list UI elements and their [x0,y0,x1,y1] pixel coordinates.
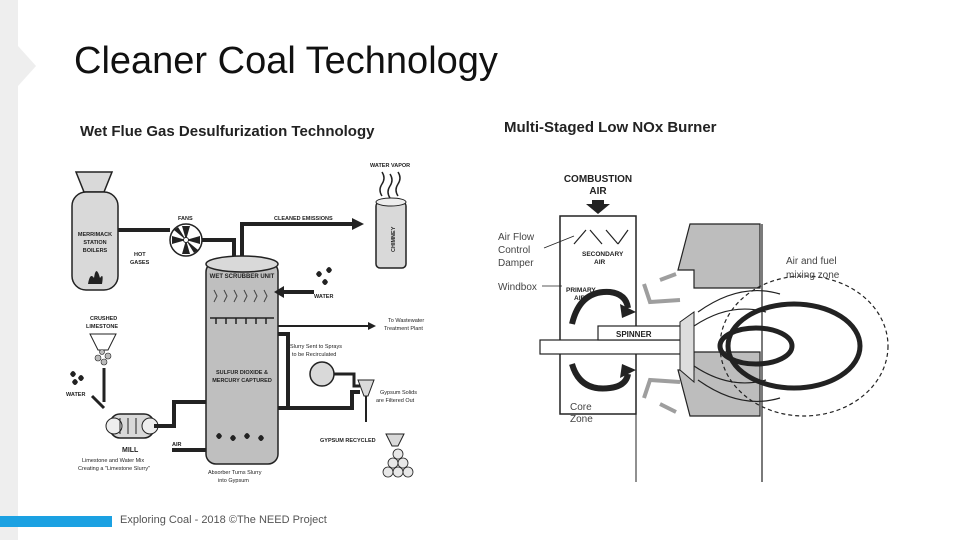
cleaned-emissions-duct [240,222,352,260]
gypsum-recycled-label: GYPSUM RECYCLED [320,438,376,444]
combustion-air-label-1: COMBUSTION [564,174,632,185]
core-zone-label-1: Core [570,402,592,413]
limestone-mix-label-2: Creating a "Limestone Slurry" [78,466,150,472]
slurry-pump [309,361,335,387]
limestone-funnel [89,333,117,351]
boiler-label-2: STATION [83,240,106,246]
captured-label-2: MERCURY CAPTURED [212,378,272,384]
core-zone-label-2: Zone [570,414,593,425]
water-left-label: WATER [66,392,85,398]
spinner-label: SPINNER [616,330,652,339]
gypsum-solids-label-1: Gypsum Solids [380,390,417,396]
cleaned-emissions-label: CLEANED EMISSIONS [274,216,333,222]
slurry-sent-label-1: Slurry Sent to Sprays [290,344,342,350]
damper-louvers [573,229,629,245]
wastewater-label-1: To Wastewater [388,318,424,324]
windbox-label: Windbox [498,282,537,293]
hot-gases-label: HOT GASES [130,252,150,266]
recirculation-duct [278,332,290,410]
water-top-label: WATER [314,294,333,300]
slide-title: Cleaner Coal Technology [74,40,498,82]
air-flow-arrows [569,288,631,392]
limestone-mill [105,413,159,439]
fan-icon [169,223,203,257]
crushed-limestone-label-1: CRUSHED [90,316,117,322]
secondary-air-label-2: AIR [594,259,606,266]
wet-scrubber-unit: WET SCRUBBER UNIT SULFUR DIOXIDE & MERCU… [205,255,279,465]
pump-duct [334,372,360,388]
slide-left-notch [18,46,36,86]
air-flow-damper-label-2: Control [498,245,530,256]
fan-to-scrubber-duct [202,238,236,260]
secondary-air-label-1: SECONDARY [582,251,624,258]
arrow-icon [274,286,284,298]
chimney-label: CHIMNEY [391,226,397,252]
gypsum-solids-label-2: are Filtered Out [376,398,415,404]
mixing-zone-label-1: Air and fuel [786,256,837,267]
fuel-nozzle [539,339,691,355]
filter-funnel [357,379,375,397]
crushed-limestone-label-2: LIMESTONE [86,324,118,330]
water-vapor-label: WATER VAPOR [370,163,410,169]
low-nox-burner-diagram: Multi-Staged Low NOx Burner COMBUSTION A… [498,119,889,482]
slide-left-band [0,0,18,540]
spinner-vanes [679,311,695,384]
boiler-label-1: MERRIMACK [78,232,112,238]
water-droplets-icon [316,267,332,285]
flame-pattern [693,275,889,417]
water-duct [90,394,106,410]
scrubber-label: WET SCRUBBER UNIT [210,274,275,280]
absorber-label-2: into Gypsum [218,478,249,484]
flame-icon [88,271,103,284]
slurry-duct [154,400,206,428]
arrow-icon [586,200,610,214]
svg-text:GASES: GASES [130,260,150,266]
fans-label: FANS [178,216,193,222]
footer-credit: Exploring Coal - 2018 ©The NEED Project [120,514,327,526]
water-droplets-left-icon [70,371,84,385]
limestone-mix-label-1: Limestone and Water Mix [82,458,144,464]
air-label: AIR [172,442,182,448]
gypsum-duct [278,390,360,410]
vapor-icon [379,171,401,199]
combustion-air-label-2: AIR [589,186,607,197]
arrow-icon [620,304,636,378]
left-diagram-title: Wet Flue Gas Desulfurization Technology [80,123,375,140]
mixing-zone-label-2: mixing zone [786,270,840,281]
primary-air-label-1: PRIMARY [566,287,596,294]
slurry-sent-label-2: to be Recirculated [292,352,336,358]
gypsum-funnel [385,433,405,447]
right-diagram-title: Multi-Staged Low NOx Burner [504,119,717,136]
limestone-rocks-icon [94,349,112,366]
absorber-label-1: Absorber Turns Slurry [208,470,262,476]
air-flow-damper-label-1: Air Flow [498,232,535,243]
arrow-icon [352,218,364,230]
arrow-icon [368,322,376,330]
damper-leader-line [543,235,575,249]
gypsum-pile-icon [382,448,414,478]
svg-text:HOT: HOT [134,252,146,258]
air-flow-damper-label-3: Damper [498,258,534,269]
wet-flue-gas-diagram: Wet Flue Gas Desulfurization Technology … [66,123,424,484]
boiler-unit: MERRIMACK STATION BOILERS [71,171,119,291]
secondary-air-arrows [642,272,681,414]
primary-air-label-2: AIR [574,295,586,302]
captured-label-1: SULFUR DIOXIDE & [216,370,268,376]
footer-accent-bar [0,516,112,527]
boiler-label-3: BOILERS [83,248,108,254]
wastewater-label-2: Treatment Plant [384,326,423,332]
mill-label: MILL [122,447,139,454]
